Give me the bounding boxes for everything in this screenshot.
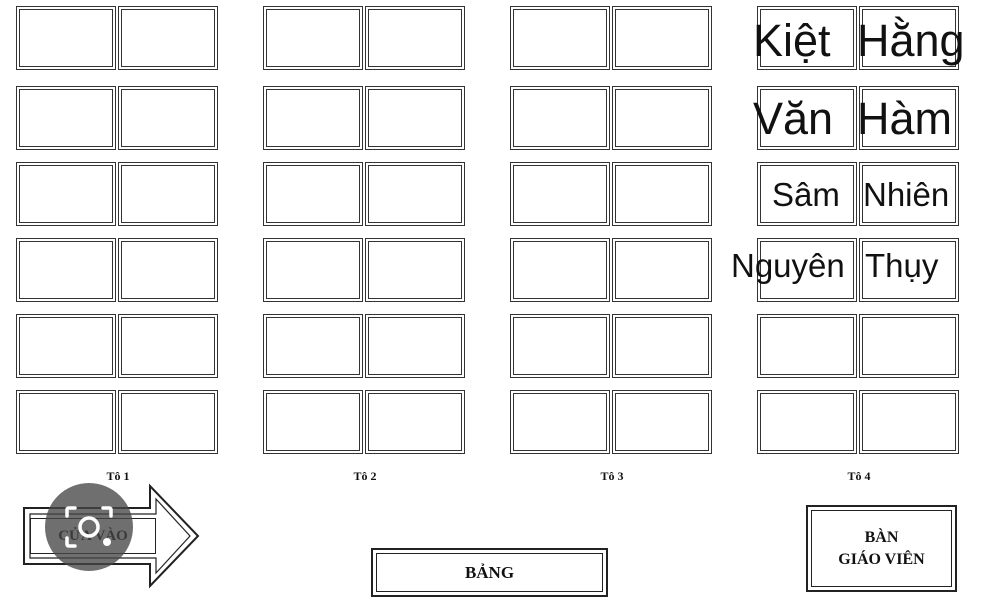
- desk: [612, 390, 712, 454]
- group-label: Tô 2: [353, 469, 377, 483]
- desk: [757, 238, 857, 302]
- blackboard-label: BẢNG: [464, 562, 515, 582]
- desk: [118, 6, 218, 70]
- desk: [16, 162, 116, 226]
- teacher-desk-label-line1: BÀN: [864, 528, 899, 546]
- desk: [612, 86, 712, 150]
- desk: [757, 162, 857, 226]
- desk-pair-g4-r5: [757, 314, 961, 378]
- blackboard: BẢNG: [371, 548, 608, 597]
- desk-pair-g1-r3: [16, 162, 220, 226]
- desk: [757, 390, 857, 454]
- desk-pair-g2-r2: [263, 86, 467, 150]
- desk: [365, 238, 465, 302]
- desk-pair-g3-r6: [510, 390, 714, 454]
- desk: [16, 6, 116, 70]
- desk-pair-g1-r4: [16, 238, 220, 302]
- desk: [757, 314, 857, 378]
- desk-pair-g3-r4: [510, 238, 714, 302]
- desk: [510, 314, 610, 378]
- desk: [612, 162, 712, 226]
- desk-pair-g1-r5: [16, 314, 220, 378]
- desk-pair-g3-r1: [510, 6, 714, 70]
- desk: [859, 6, 959, 70]
- desk-pair-g4-r3: [757, 162, 961, 226]
- student-name: Hàm: [857, 93, 953, 144]
- teacher-desk: BÀN GIÁO VIÊN: [806, 505, 957, 592]
- desk: [510, 6, 610, 70]
- image-search-badge[interactable]: [45, 483, 133, 571]
- desk-pair-g4-r6: [757, 390, 961, 454]
- student-name: Kiệt: [753, 15, 831, 66]
- desk: [510, 86, 610, 150]
- desk: [263, 86, 363, 150]
- desk: [16, 86, 116, 150]
- image-search-icon: [65, 506, 113, 548]
- desk: [263, 162, 363, 226]
- student-name: Hằng: [857, 15, 965, 66]
- desk: [365, 86, 465, 150]
- student-name: Nguyên: [731, 247, 845, 284]
- desk-pair-g1-r6: [16, 390, 220, 454]
- desk: [118, 86, 218, 150]
- desk: [263, 390, 363, 454]
- desk: [118, 390, 218, 454]
- desk: [263, 6, 363, 70]
- desk-pair-g2-r4: [263, 238, 467, 302]
- desk: [510, 390, 610, 454]
- desk-pair-g3-r3: [510, 162, 714, 226]
- desk-pair-g3-r2: [510, 86, 714, 150]
- desk: [612, 6, 712, 70]
- desk: [365, 162, 465, 226]
- desk: [859, 314, 959, 378]
- desk: [263, 314, 363, 378]
- desk: [859, 162, 959, 226]
- desk: [510, 162, 610, 226]
- desk: [365, 6, 465, 70]
- desk-pair-g2-r1: [263, 6, 467, 70]
- student-name: Sâm: [772, 176, 840, 213]
- desk: [16, 390, 116, 454]
- teacher-desk-label-line2: GIÁO VIÊN: [838, 550, 925, 568]
- desk: [365, 390, 465, 454]
- desk: [263, 238, 363, 302]
- desk: [118, 162, 218, 226]
- desk: [510, 238, 610, 302]
- desk: [118, 238, 218, 302]
- desk-pair-g1-r2: [16, 86, 220, 150]
- student-name: Thụy: [865, 247, 939, 284]
- desk: [16, 314, 116, 378]
- desk-pair-g1-r1: [16, 6, 220, 70]
- group-label: Tô 1: [106, 469, 130, 483]
- desk-pair-g3-r5: [510, 314, 714, 378]
- group-label: Tô 4: [847, 469, 871, 483]
- desk-pair-g4-r4: [757, 238, 961, 302]
- desk: [612, 238, 712, 302]
- desk: [612, 314, 712, 378]
- student-name: Văn: [753, 93, 834, 144]
- group-label: Tô 3: [600, 469, 624, 483]
- desk-pair-g2-r6: [263, 390, 467, 454]
- desk-pair-g2-r5: [263, 314, 467, 378]
- desk: [118, 314, 218, 378]
- desk: [16, 238, 116, 302]
- desk-pair-g4-r2: [757, 86, 961, 150]
- desk: [859, 238, 959, 302]
- desk: [859, 390, 959, 454]
- desk: [757, 6, 857, 70]
- student-name: Nhiên: [863, 176, 950, 213]
- desk: [365, 314, 465, 378]
- desk-pair-g2-r3: [263, 162, 467, 226]
- desk-pair-g4-r1: [757, 6, 961, 70]
- desk: [859, 86, 959, 150]
- desk: [757, 86, 857, 150]
